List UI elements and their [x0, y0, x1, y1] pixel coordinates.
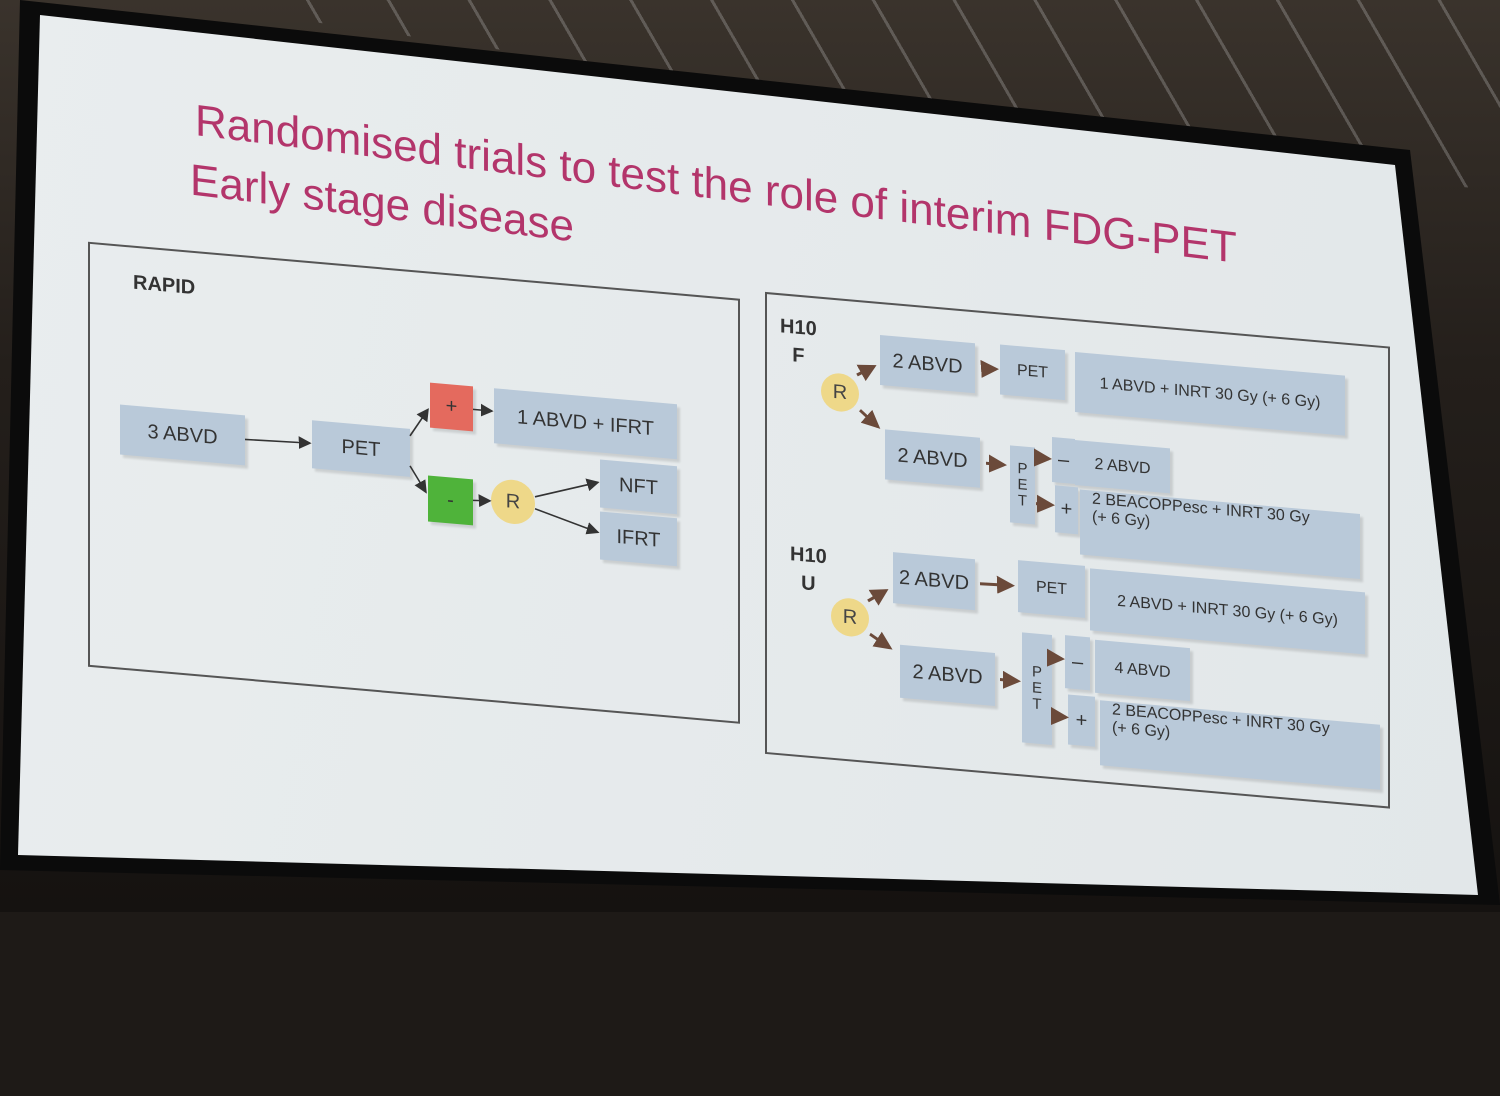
arrow: [1000, 670, 1021, 689]
arrow: [409, 408, 429, 437]
arrow: [1034, 448, 1052, 467]
arrow: [869, 631, 893, 650]
arrow: [409, 465, 427, 494]
arrow: [979, 575, 1015, 594]
arrow: [986, 454, 1007, 473]
arrow: [244, 436, 312, 449]
arrow: [980, 359, 999, 378]
arrow: [534, 508, 600, 535]
arrow: [472, 494, 492, 507]
arrow: [859, 409, 881, 429]
arrow: [1047, 648, 1065, 667]
flow-arrows: [244, 359, 1069, 725]
arrow: [473, 403, 494, 417]
diagram-area: RAPID 3 ABVD PET + 1 ABVD + IFRT - R NFT…: [88, 241, 1390, 809]
arrow: [867, 589, 889, 606]
arrow: [1036, 494, 1055, 513]
arrow: [856, 364, 877, 382]
arrow: [534, 478, 600, 498]
arrow: [1051, 706, 1069, 725]
